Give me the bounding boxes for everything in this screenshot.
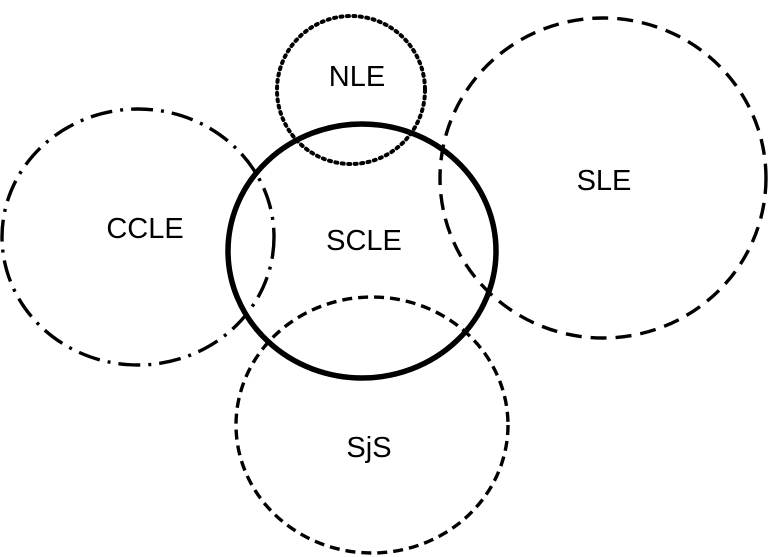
nle-label: NLE: [329, 61, 385, 93]
sle-circle: [438, 16, 768, 340]
ccle-label: CCLE: [106, 213, 183, 245]
sle-label: SLE: [577, 165, 632, 197]
nle-circle: [275, 14, 427, 166]
sjs-label: SjS: [346, 432, 391, 464]
scle-circle: [225, 121, 499, 381]
sjs-circle: [234, 295, 510, 555]
scle-label: SCLE: [326, 225, 402, 257]
ccle-circle: [0, 107, 276, 367]
